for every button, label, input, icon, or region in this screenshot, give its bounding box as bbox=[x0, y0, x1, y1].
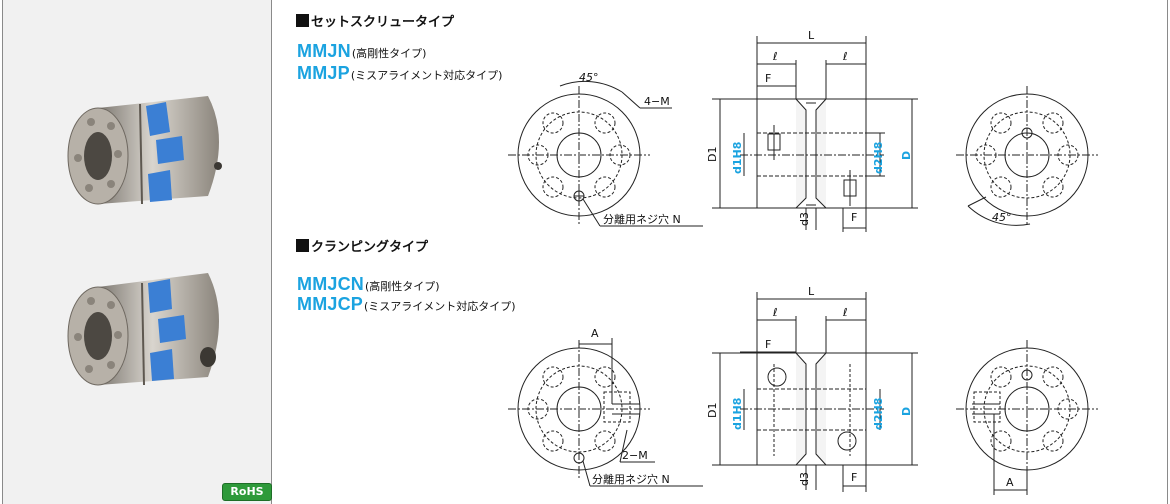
dim-d3: d3 bbox=[798, 212, 811, 226]
dim-d2: d2H8 bbox=[872, 398, 885, 430]
dim-d2: d2H8 bbox=[872, 142, 885, 174]
end-view-right-2 bbox=[956, 340, 1098, 495]
end-view-left-1 bbox=[508, 80, 703, 227]
side-view-2 bbox=[712, 292, 918, 492]
section-title: クランピングタイプ bbox=[311, 240, 429, 255]
dim-d1: d1H8 bbox=[731, 398, 744, 430]
dim-F-bottom: F bbox=[851, 471, 857, 484]
dim-L: L bbox=[808, 285, 815, 298]
product-photo-panel: RoHS bbox=[3, 0, 272, 504]
end-view-right-1 bbox=[956, 86, 1098, 226]
dim-l-left: ℓ bbox=[772, 306, 778, 319]
dim-F-top: F bbox=[765, 338, 771, 351]
model-row: MMJP (ミスアライメント対応タイプ) bbox=[297, 63, 502, 84]
dim-F-top: F bbox=[765, 72, 771, 85]
dim-l-left: ℓ bbox=[772, 50, 778, 63]
model-code: MMJCP bbox=[297, 294, 364, 314]
dim-d1: d1H8 bbox=[731, 142, 744, 174]
dim-D: D bbox=[900, 407, 913, 416]
model-code: MMJN bbox=[297, 41, 351, 61]
coupling-photo-clamping bbox=[67, 273, 219, 386]
dim-L: L bbox=[808, 29, 815, 42]
hole-count-label: 4−M bbox=[644, 95, 670, 108]
dim-D: D bbox=[900, 151, 913, 160]
coupling-photo-setscrew bbox=[67, 96, 222, 205]
dim-D1: D1 bbox=[706, 403, 719, 418]
section-heading-clamping: クランピングタイプ bbox=[296, 236, 428, 255]
angle-label: 45° bbox=[579, 71, 599, 84]
rohs-badge: RoHS bbox=[222, 483, 272, 501]
square-bullet-icon bbox=[296, 239, 309, 252]
side-view-1 bbox=[712, 36, 918, 232]
section-heading-setscrew: セットスクリュータイプ bbox=[296, 11, 454, 30]
model-note: (ミスアライメント対応タイプ) bbox=[350, 69, 503, 82]
model-note: (高剛性タイプ) bbox=[365, 280, 440, 293]
dim-D1: D1 bbox=[706, 147, 719, 162]
model-note: (ミスアライメント対応タイプ) bbox=[364, 300, 516, 313]
dim-d3: d3 bbox=[798, 472, 811, 486]
angle-label: 45° bbox=[992, 211, 1012, 224]
dim-l-right: ℓ bbox=[842, 306, 848, 319]
model-row: MMJN (高剛性タイプ) bbox=[297, 41, 426, 62]
dim-l-right: ℓ bbox=[842, 50, 848, 63]
dim-A-left: A bbox=[591, 327, 599, 340]
model-note: (高剛性タイプ) bbox=[351, 47, 427, 60]
model-row: MMJCN (高剛性タイプ) bbox=[297, 274, 440, 295]
section-title: セットスクリュータイプ bbox=[311, 15, 455, 30]
end-view-left-2 bbox=[508, 338, 703, 487]
hole-count-label: 2−M bbox=[622, 449, 648, 462]
square-bullet-icon bbox=[296, 14, 309, 27]
separation-screw-label: 分離用ネジ穴 N bbox=[603, 212, 681, 226]
dim-F-bottom: F bbox=[851, 211, 857, 224]
model-row: MMJCP (ミスアライメント対応タイプ) bbox=[297, 294, 516, 315]
model-code: MMJCN bbox=[297, 274, 364, 294]
model-code: MMJP bbox=[297, 63, 350, 83]
separation-screw-label: 分離用ネジ穴 N bbox=[592, 472, 670, 486]
dim-A-right: A bbox=[1006, 476, 1014, 489]
